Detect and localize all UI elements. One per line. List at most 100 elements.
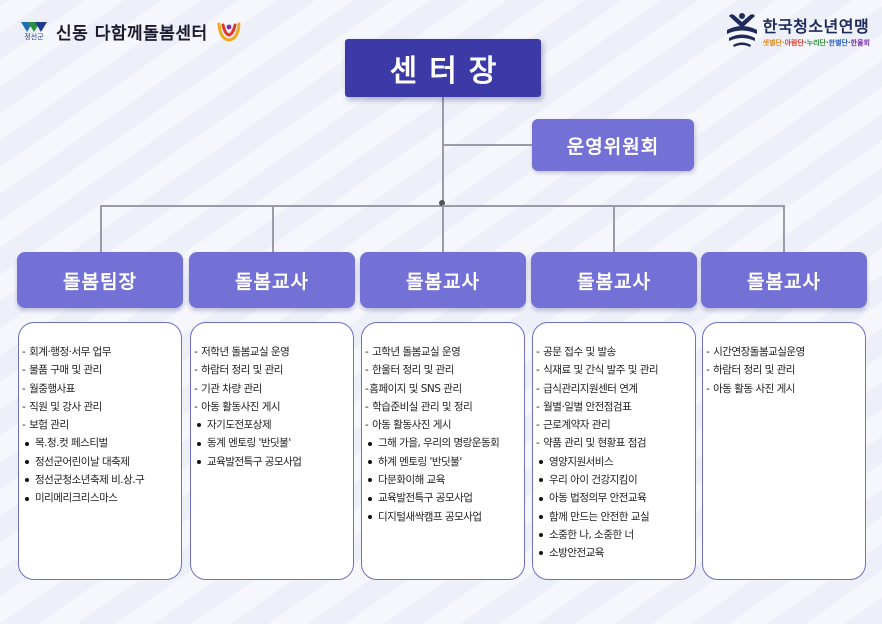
duty-item: 소중한 나, 소중한 너	[536, 526, 691, 544]
duty-item-text: 홈페이지 및 SNS 관리	[369, 382, 462, 395]
duty-item: 그해 가을, 우리의 명랑운동회	[365, 434, 520, 452]
duty-item: - 고학년 돌봄교실 운영	[365, 343, 520, 361]
org-subtitle-part: ·	[782, 38, 785, 47]
duty-item-text: 영양지원서비스	[549, 455, 614, 468]
org-subtitle-part: 아람단	[784, 38, 804, 47]
dash-marker: -	[194, 364, 201, 377]
duty-item: 교육발전특구 공모사업	[365, 489, 520, 507]
duty-item-text: 미리메리크리스마스	[35, 492, 118, 505]
duty-item-text: 하람터 정리 및 관리	[201, 364, 283, 377]
role-box-4: 돌봄교사	[531, 252, 697, 308]
duty-item: - 아동 활동사진 게시	[194, 398, 349, 416]
role-box-1: 돌봄팀장	[17, 252, 183, 308]
org-subtitle-part: 샛별단	[762, 38, 782, 47]
dash-marker: -	[365, 382, 369, 395]
bullet-icon	[539, 551, 543, 556]
duty-box-5: - 시간연장돌봄교실운영- 하람터 정리 및 관리- 아동 활동 사진 게시	[702, 322, 866, 580]
duty-item: - 급식관리지원센터 연계	[536, 380, 691, 398]
dash-marker: -	[706, 382, 713, 395]
duty-item-text: 회계·행정·서무 업무	[29, 346, 111, 358]
center-name: 신동 다함께돌봄센터	[56, 24, 208, 44]
duty-box-3: - 고학년 돌봄교실 운영- 한울터 정리 및 관리-홈페이지 및 SNS 관리…	[361, 322, 525, 580]
duty-item-text: 아동 법정의무 안전교육	[549, 492, 647, 505]
duty-item: - 시간연장돌봄교실운영	[706, 343, 861, 361]
youth-federation-logo-icon	[726, 13, 757, 47]
duty-item: - 아동 활동사진 게시	[365, 416, 520, 434]
dash-marker: -	[536, 400, 543, 413]
duty-item-text: 시간연장돌봄교실운영	[713, 346, 805, 358]
org-subtitle-part: 한별단	[828, 38, 848, 47]
dash-marker: -	[194, 400, 201, 413]
duty-item: 함께 만드는 안전한 교실	[536, 508, 691, 526]
duty-item-text: 아동 활동사진 게시	[201, 400, 281, 413]
duty-item: 자기도전포상제	[194, 416, 349, 434]
duty-item-text: 교육발전특구 공모사업	[378, 492, 473, 505]
bullet-icon	[539, 478, 543, 483]
duty-item: 미리메리크리스마스	[22, 489, 177, 507]
mountain-logo-icon	[21, 21, 47, 32]
duty-item-text: 식재료 및 간식 발주 및 관리	[543, 364, 659, 377]
duty-item: -홈페이지 및 SNS 관리	[365, 380, 520, 398]
dash-marker: -	[194, 346, 201, 358]
duty-box-4: - 공문 접수 및 발송- 식재료 및 간식 발주 및 관리- 급식관리지원센터…	[532, 322, 696, 580]
bullet-icon	[197, 441, 201, 446]
duty-item-text: 저학년 돌봄교실 운영	[201, 346, 290, 358]
duty-item-text: 물품 구매 및 관리	[29, 364, 102, 377]
dash-marker: -	[22, 364, 29, 377]
duty-item: 정선군어린이날 대축제	[22, 453, 177, 471]
junction-dot	[439, 200, 445, 206]
center-logo-icon	[217, 22, 241, 42]
duty-item-text: 직원 및 강사 관리	[29, 400, 102, 413]
duty-item-text: 정선군어린이날 대축제	[35, 455, 130, 468]
bullet-icon	[368, 496, 372, 501]
bullet-icon	[25, 478, 29, 483]
county-label: 정선군	[24, 32, 44, 41]
duty-item-text: 고학년 돌봄교실 운영	[372, 346, 461, 358]
duty-item: - 물품 구매 및 관리	[22, 361, 177, 379]
dash-marker: -	[194, 382, 201, 395]
duty-item: 다문화이해 교육	[365, 471, 520, 489]
director-box: 센터장	[345, 39, 541, 97]
duty-item: - 한울터 정리 및 관리	[365, 361, 520, 379]
duty-item: - 근로계약자 관리	[536, 416, 691, 434]
role-box-5: 돌봄교사	[701, 252, 867, 308]
dash-marker: -	[365, 400, 372, 413]
dash-marker: -	[22, 382, 29, 395]
org-subtitle: 샛별단·아람단·누리단·한별단·한울회	[763, 38, 870, 48]
duty-item-text: 월중행사표	[29, 382, 75, 395]
bullet-icon	[539, 459, 543, 464]
dash-marker: -	[22, 419, 29, 432]
duty-item-text: 아동 활동사진 게시	[372, 419, 452, 432]
duty-item-text: 하계 멘토링 '반딧불'	[378, 455, 462, 468]
dash-marker: -	[22, 346, 29, 358]
bullet-icon	[25, 459, 29, 464]
duty-item-text: 공문 접수 및 발송	[543, 346, 616, 358]
bullet-icon	[539, 514, 543, 519]
org-subtitle-part: 누리단	[806, 38, 826, 47]
duty-item-text: 학습준비실 관리 및 정리	[372, 400, 473, 413]
dash-marker: -	[706, 364, 713, 377]
duty-item-text: 디지털새싹캠프 공모사업	[378, 510, 482, 523]
duty-item-text: 급식관리지원센터 연계	[543, 382, 638, 395]
duty-item-text: 월별·일별 안전점검표	[543, 400, 632, 413]
duty-item: - 공문 접수 및 발송	[536, 343, 691, 361]
duty-item-text: 다문화이해 교육	[378, 474, 445, 487]
duty-item-text: 동계 멘토링 '반딧불'	[207, 437, 291, 450]
dash-marker: -	[536, 346, 543, 358]
duty-item-text: 목.청.컷 페스티벌	[35, 437, 108, 450]
bullet-icon	[539, 533, 543, 538]
duty-item: 소방안전교육	[536, 544, 691, 562]
duty-item-text: 한울터 정리 및 관리	[372, 364, 454, 377]
duty-item: - 약품 관리 및 현황표 점검	[536, 434, 691, 452]
dash-marker: -	[536, 364, 543, 377]
role-box-2: 돌봄교사	[189, 252, 355, 308]
dash-marker: -	[22, 400, 29, 413]
committee-box: 운영위원회	[532, 119, 694, 171]
org-subtitle-part: ·	[826, 38, 829, 47]
connector-drop-5	[783, 205, 785, 253]
dash-marker: -	[536, 437, 543, 450]
duty-item: - 보험 관리	[22, 416, 177, 434]
bullet-icon	[368, 441, 372, 446]
dash-marker: -	[536, 419, 543, 432]
duty-item: 우리 아이 건강지킴이	[536, 471, 691, 489]
